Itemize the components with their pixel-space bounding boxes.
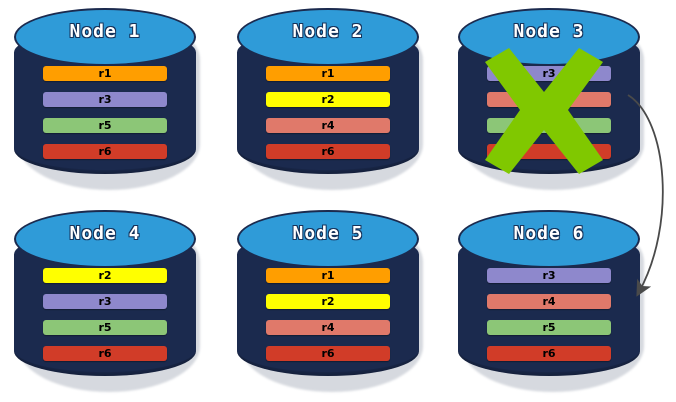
node-5[interactable]: Node 5 r1 r2 r4 r6 [237, 210, 423, 392]
record-label: r6 [98, 347, 112, 360]
node-5-records: r1 r2 r4 r6 [266, 268, 390, 372]
node-6-records: r3 r4 r5 r6 [487, 268, 611, 372]
record-bar[interactable]: r5 [43, 118, 167, 133]
record-label: r1 [98, 67, 112, 80]
cylinder-top [14, 8, 196, 66]
node-2[interactable]: Node 2 r1 r2 r4 r6 [237, 8, 423, 190]
record-bar[interactable]: r2 [43, 268, 167, 283]
cylinder-top [458, 210, 640, 268]
node-4[interactable]: Node 4 r2 r3 r5 r6 [14, 210, 200, 392]
record-label: r5 [542, 321, 556, 334]
node-5-title: Node 5 [292, 223, 364, 244]
record-label: r1 [321, 269, 335, 282]
record-bar[interactable]: r6 [266, 144, 390, 159]
record-bar[interactable]: r6 [266, 346, 390, 361]
record-bar[interactable]: r5 [487, 320, 611, 335]
cylinder-top [14, 210, 196, 268]
node-3-records: r3 r4 r5 r6 [487, 66, 611, 170]
record-label: r5 [98, 119, 112, 132]
record-bar[interactable]: r1 [43, 66, 167, 81]
node-6[interactable]: Node 6 r3 r4 r5 r6 [458, 210, 644, 392]
record-label: r4 [321, 321, 335, 334]
record-bar[interactable]: r3 [43, 92, 167, 107]
record-bar[interactable]: r1 [266, 66, 390, 81]
record-label: r5 [98, 321, 112, 334]
record-label: r3 [98, 93, 112, 106]
record-bar[interactable]: r6 [487, 144, 611, 159]
record-bar[interactable]: r3 [43, 294, 167, 309]
record-label: r6 [98, 145, 112, 158]
record-label: r4 [542, 295, 556, 308]
record-bar[interactable]: r6 [43, 144, 167, 159]
node-3[interactable]: Node 3 r3 r4 r5 r6 [458, 8, 644, 190]
node-2-records: r1 r2 r4 r6 [266, 66, 390, 170]
record-bar[interactable]: r4 [487, 92, 611, 107]
record-bar[interactable]: r6 [43, 346, 167, 361]
node-1-title: Node 1 [69, 21, 141, 42]
record-label: r6 [321, 347, 335, 360]
cylinder-top [237, 210, 419, 268]
record-label: r3 [98, 295, 112, 308]
record-label: r6 [321, 145, 335, 158]
record-label: r2 [321, 295, 335, 308]
record-bar[interactable]: r4 [266, 118, 390, 133]
node-1[interactable]: Node 1 r1 r3 r5 r6 [14, 8, 200, 190]
record-label: r3 [542, 67, 556, 80]
node-4-title: Node 4 [69, 223, 141, 244]
record-label: r2 [321, 93, 335, 106]
record-bar[interactable]: r4 [487, 294, 611, 309]
cylinder-top [237, 8, 419, 66]
node-2-title: Node 2 [292, 21, 364, 42]
record-bar[interactable]: r1 [266, 268, 390, 283]
record-bar[interactable]: r4 [266, 320, 390, 335]
node-1-records: r1 r3 r5 r6 [43, 66, 167, 170]
record-bar[interactable]: r2 [266, 294, 390, 309]
record-label: r3 [542, 269, 556, 282]
node-6-title: Node 6 [513, 223, 585, 244]
record-label: r4 [321, 119, 335, 132]
node-4-records: r2 r3 r5 r6 [43, 268, 167, 372]
record-label: r6 [542, 347, 556, 360]
record-bar[interactable]: r5 [43, 320, 167, 335]
record-bar[interactable]: r3 [487, 268, 611, 283]
record-bar[interactable]: r5 [487, 118, 611, 133]
record-label: r2 [98, 269, 112, 282]
record-bar[interactable]: r3 [487, 66, 611, 81]
record-bar[interactable]: r2 [266, 92, 390, 107]
node-3-title: Node 3 [513, 21, 585, 42]
record-bar[interactable]: r6 [487, 346, 611, 361]
record-label: r1 [321, 67, 335, 80]
